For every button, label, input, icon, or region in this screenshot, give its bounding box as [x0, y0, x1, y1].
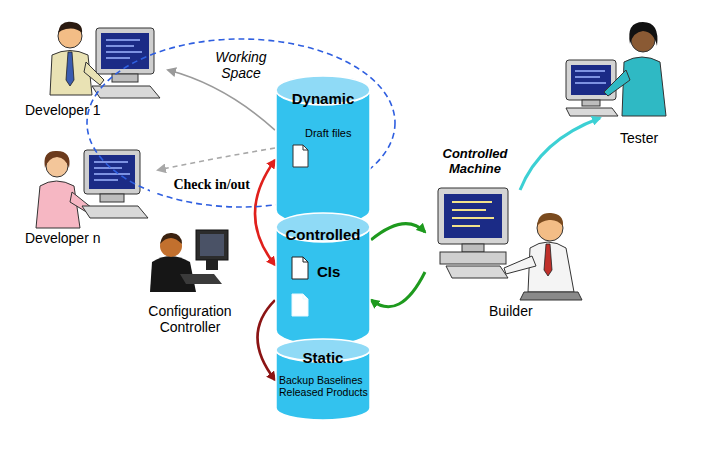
repository-cylinder: StaticBackup Baselines Released Products — [275, 338, 371, 420]
repository-title: Dynamic — [277, 90, 369, 107]
developer: Developer n — [20, 145, 158, 250]
content-label: CIs — [317, 263, 357, 280]
edge-label: Check in/out — [150, 177, 250, 193]
connector-arrow — [258, 300, 276, 380]
tester: Tester — [560, 8, 695, 118]
developer-figure — [36, 150, 148, 228]
connector-arrow — [371, 224, 425, 240]
developer: Developer 1 — [20, 15, 168, 120]
connector-arrow — [371, 272, 425, 307]
role-label: Tester — [620, 130, 680, 146]
role-label: Builder — [489, 303, 559, 319]
machine-label: Controlled Machine — [425, 147, 525, 177]
document-icon — [292, 294, 308, 316]
connector-arrow — [158, 148, 275, 170]
document-icon — [292, 257, 308, 279]
cylinder-body — [276, 90, 370, 225]
repository-cylinder: DynamicDraft files — [275, 75, 371, 225]
role-label: Developer 1 — [25, 102, 125, 118]
controller-figure — [148, 228, 228, 292]
role-label: Developer n — [25, 230, 125, 246]
repository-cylinder: ControlledCIs — [275, 212, 371, 345]
document-icon — [293, 145, 308, 167]
connector-arrow — [255, 160, 275, 265]
document-fold — [303, 257, 308, 262]
content-label: Backup Baselines Released Products — [279, 374, 371, 398]
role-label: Configuration Controller — [140, 303, 240, 335]
tester-figure — [566, 22, 666, 116]
cylinder-body — [276, 227, 370, 345]
developer-figure — [50, 22, 160, 98]
builder: Controlled MachineBuilder — [425, 190, 585, 315]
document-fold — [303, 294, 308, 299]
document-fold — [303, 145, 308, 150]
repository-title: Static — [277, 349, 369, 366]
configuration-controller: Configuration Controller — [140, 225, 240, 337]
repository-title: Controlled — [277, 226, 369, 243]
content-label: Draft files — [305, 127, 367, 140]
builder-figure — [438, 188, 582, 300]
cylinder-body — [276, 350, 370, 420]
region-label: Working Space — [205, 49, 277, 81]
connector-arrow — [520, 118, 600, 190]
